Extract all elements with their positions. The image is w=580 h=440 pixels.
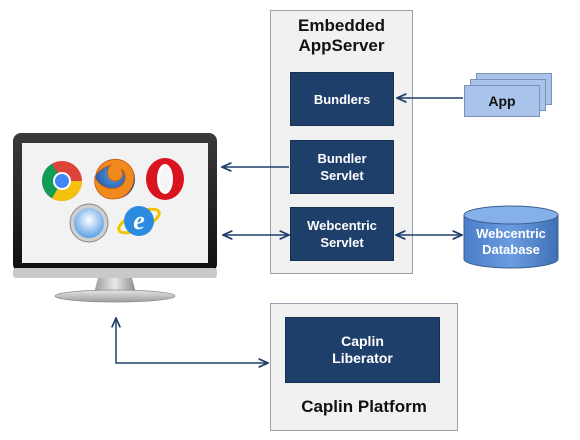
monitor-chin	[13, 268, 217, 278]
webcentric-database-label: Webcentric Database	[476, 226, 546, 257]
monitor-base	[54, 289, 176, 303]
svg-text:e: e	[133, 206, 145, 235]
safari-icon	[69, 203, 109, 243]
monitor-stand	[94, 278, 136, 293]
chrome-icon	[42, 161, 82, 201]
bundler-servlet-box: Bundler Servlet	[290, 140, 394, 194]
webcentric-servlet-box: Webcentric Servlet	[290, 207, 394, 261]
internet-explorer-icon: e	[117, 206, 161, 236]
app-box: App	[464, 85, 540, 117]
bundlers-box: Bundlers	[290, 72, 394, 126]
caplin-platform-title: Caplin Platform	[301, 397, 427, 416]
opera-icon	[146, 158, 184, 200]
embedded-appserver-title: Embedded AppServer	[298, 16, 385, 55]
arrow-monitor-liberator	[116, 318, 268, 363]
caplin-liberator-box: Caplin Liberator	[285, 317, 440, 383]
firefox-icon	[94, 158, 135, 200]
